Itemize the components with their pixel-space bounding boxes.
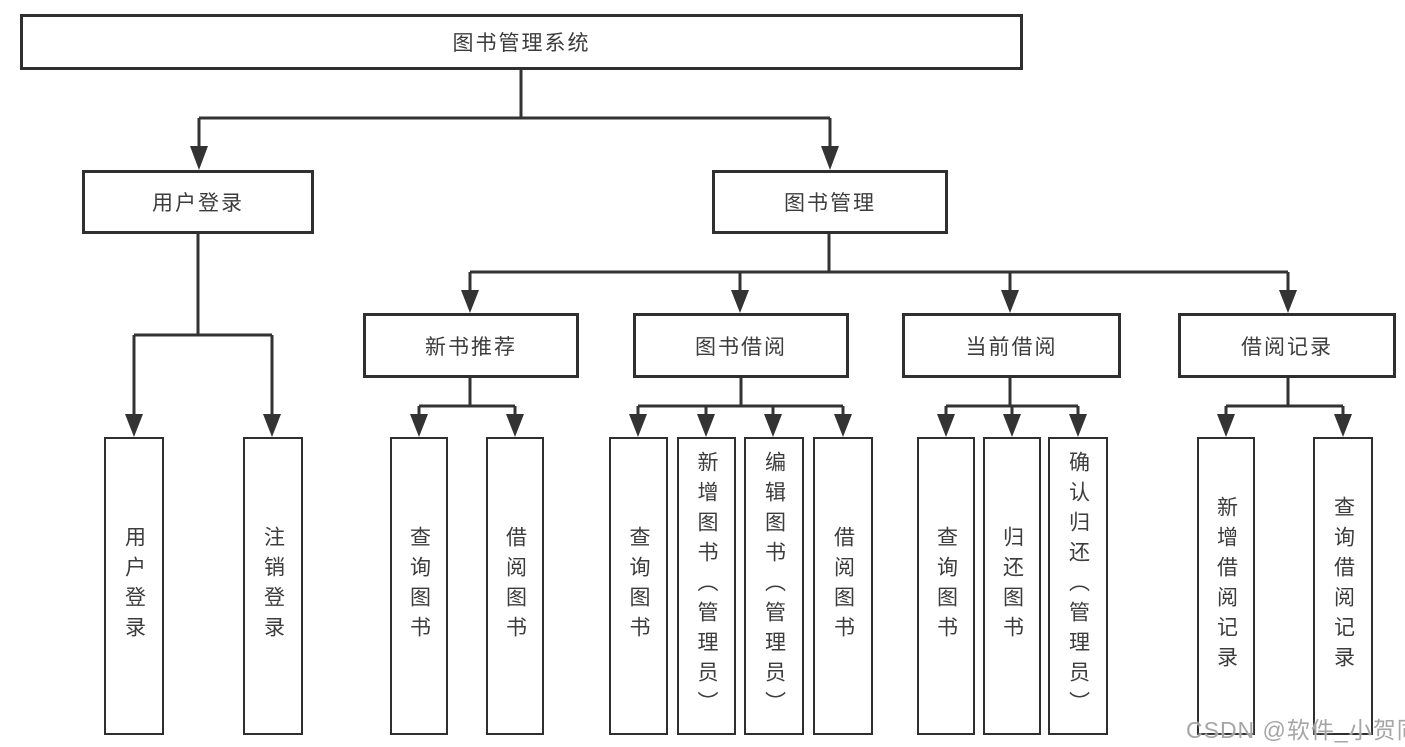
arrow-down-icon: [1003, 414, 1021, 437]
csdn-watermark: CSDN @软件_小贺同学: [1186, 717, 1405, 743]
arrow-down-icon: [1001, 290, 1019, 313]
node-current-query-books: 查询图书: [917, 437, 975, 735]
arrow-down-icon: [1069, 414, 1087, 437]
node-current-borrowing: 当前借阅: [902, 313, 1121, 378]
node-book-management: 图书管理: [712, 170, 948, 234]
arrow-down-icon: [937, 414, 955, 437]
arrow-down-icon: [1279, 290, 1297, 313]
node-records-query-borrow-record: 查询借阅记录: [1313, 437, 1373, 735]
node-records-add-borrow-record: 新增借阅记录: [1197, 437, 1255, 735]
node-newbook-query-books: 查询图书: [390, 437, 448, 735]
node-current-return-books: 归还图书: [983, 437, 1041, 735]
node-book-borrowing: 图书借阅: [633, 313, 849, 378]
node-borrowing-query-books: 查询图书: [609, 437, 668, 735]
node-current-confirm-return-admin: 确认归还（管理员）: [1048, 437, 1108, 735]
node-new-book-recommendation: 新书推荐: [363, 313, 579, 378]
node-borrowing-edit-books-admin: 编辑图书（管理员）: [744, 437, 804, 735]
arrow-down-icon: [263, 414, 281, 437]
arrow-down-icon: [125, 414, 143, 437]
node-borrowing-borrow-books: 借阅图书: [813, 437, 873, 735]
arrow-down-icon: [834, 414, 852, 437]
arrow-down-icon: [1334, 414, 1352, 437]
arrow-down-icon: [629, 414, 647, 437]
node-borrowing-add-books-admin: 新增图书（管理员）: [677, 437, 736, 735]
node-newbook-borrow-books: 借阅图书: [486, 437, 544, 735]
node-library-management-system: 图书管理系统: [20, 14, 1023, 70]
arrow-down-icon: [764, 414, 782, 437]
node-user-login: 用户登录: [82, 170, 314, 234]
arrow-down-icon: [731, 290, 749, 313]
arrow-down-icon: [821, 146, 839, 170]
arrow-down-icon: [697, 414, 715, 437]
arrow-down-icon: [410, 414, 428, 437]
node-user-login-leaf: 用户登录: [104, 437, 164, 735]
node-logout: 注销登录: [243, 437, 303, 735]
arrow-down-icon: [461, 290, 479, 313]
node-borrowing-records: 借阅记录: [1178, 313, 1396, 378]
arrow-down-icon: [506, 414, 524, 437]
arrow-down-icon: [1217, 414, 1235, 437]
arrow-down-icon: [190, 146, 208, 170]
